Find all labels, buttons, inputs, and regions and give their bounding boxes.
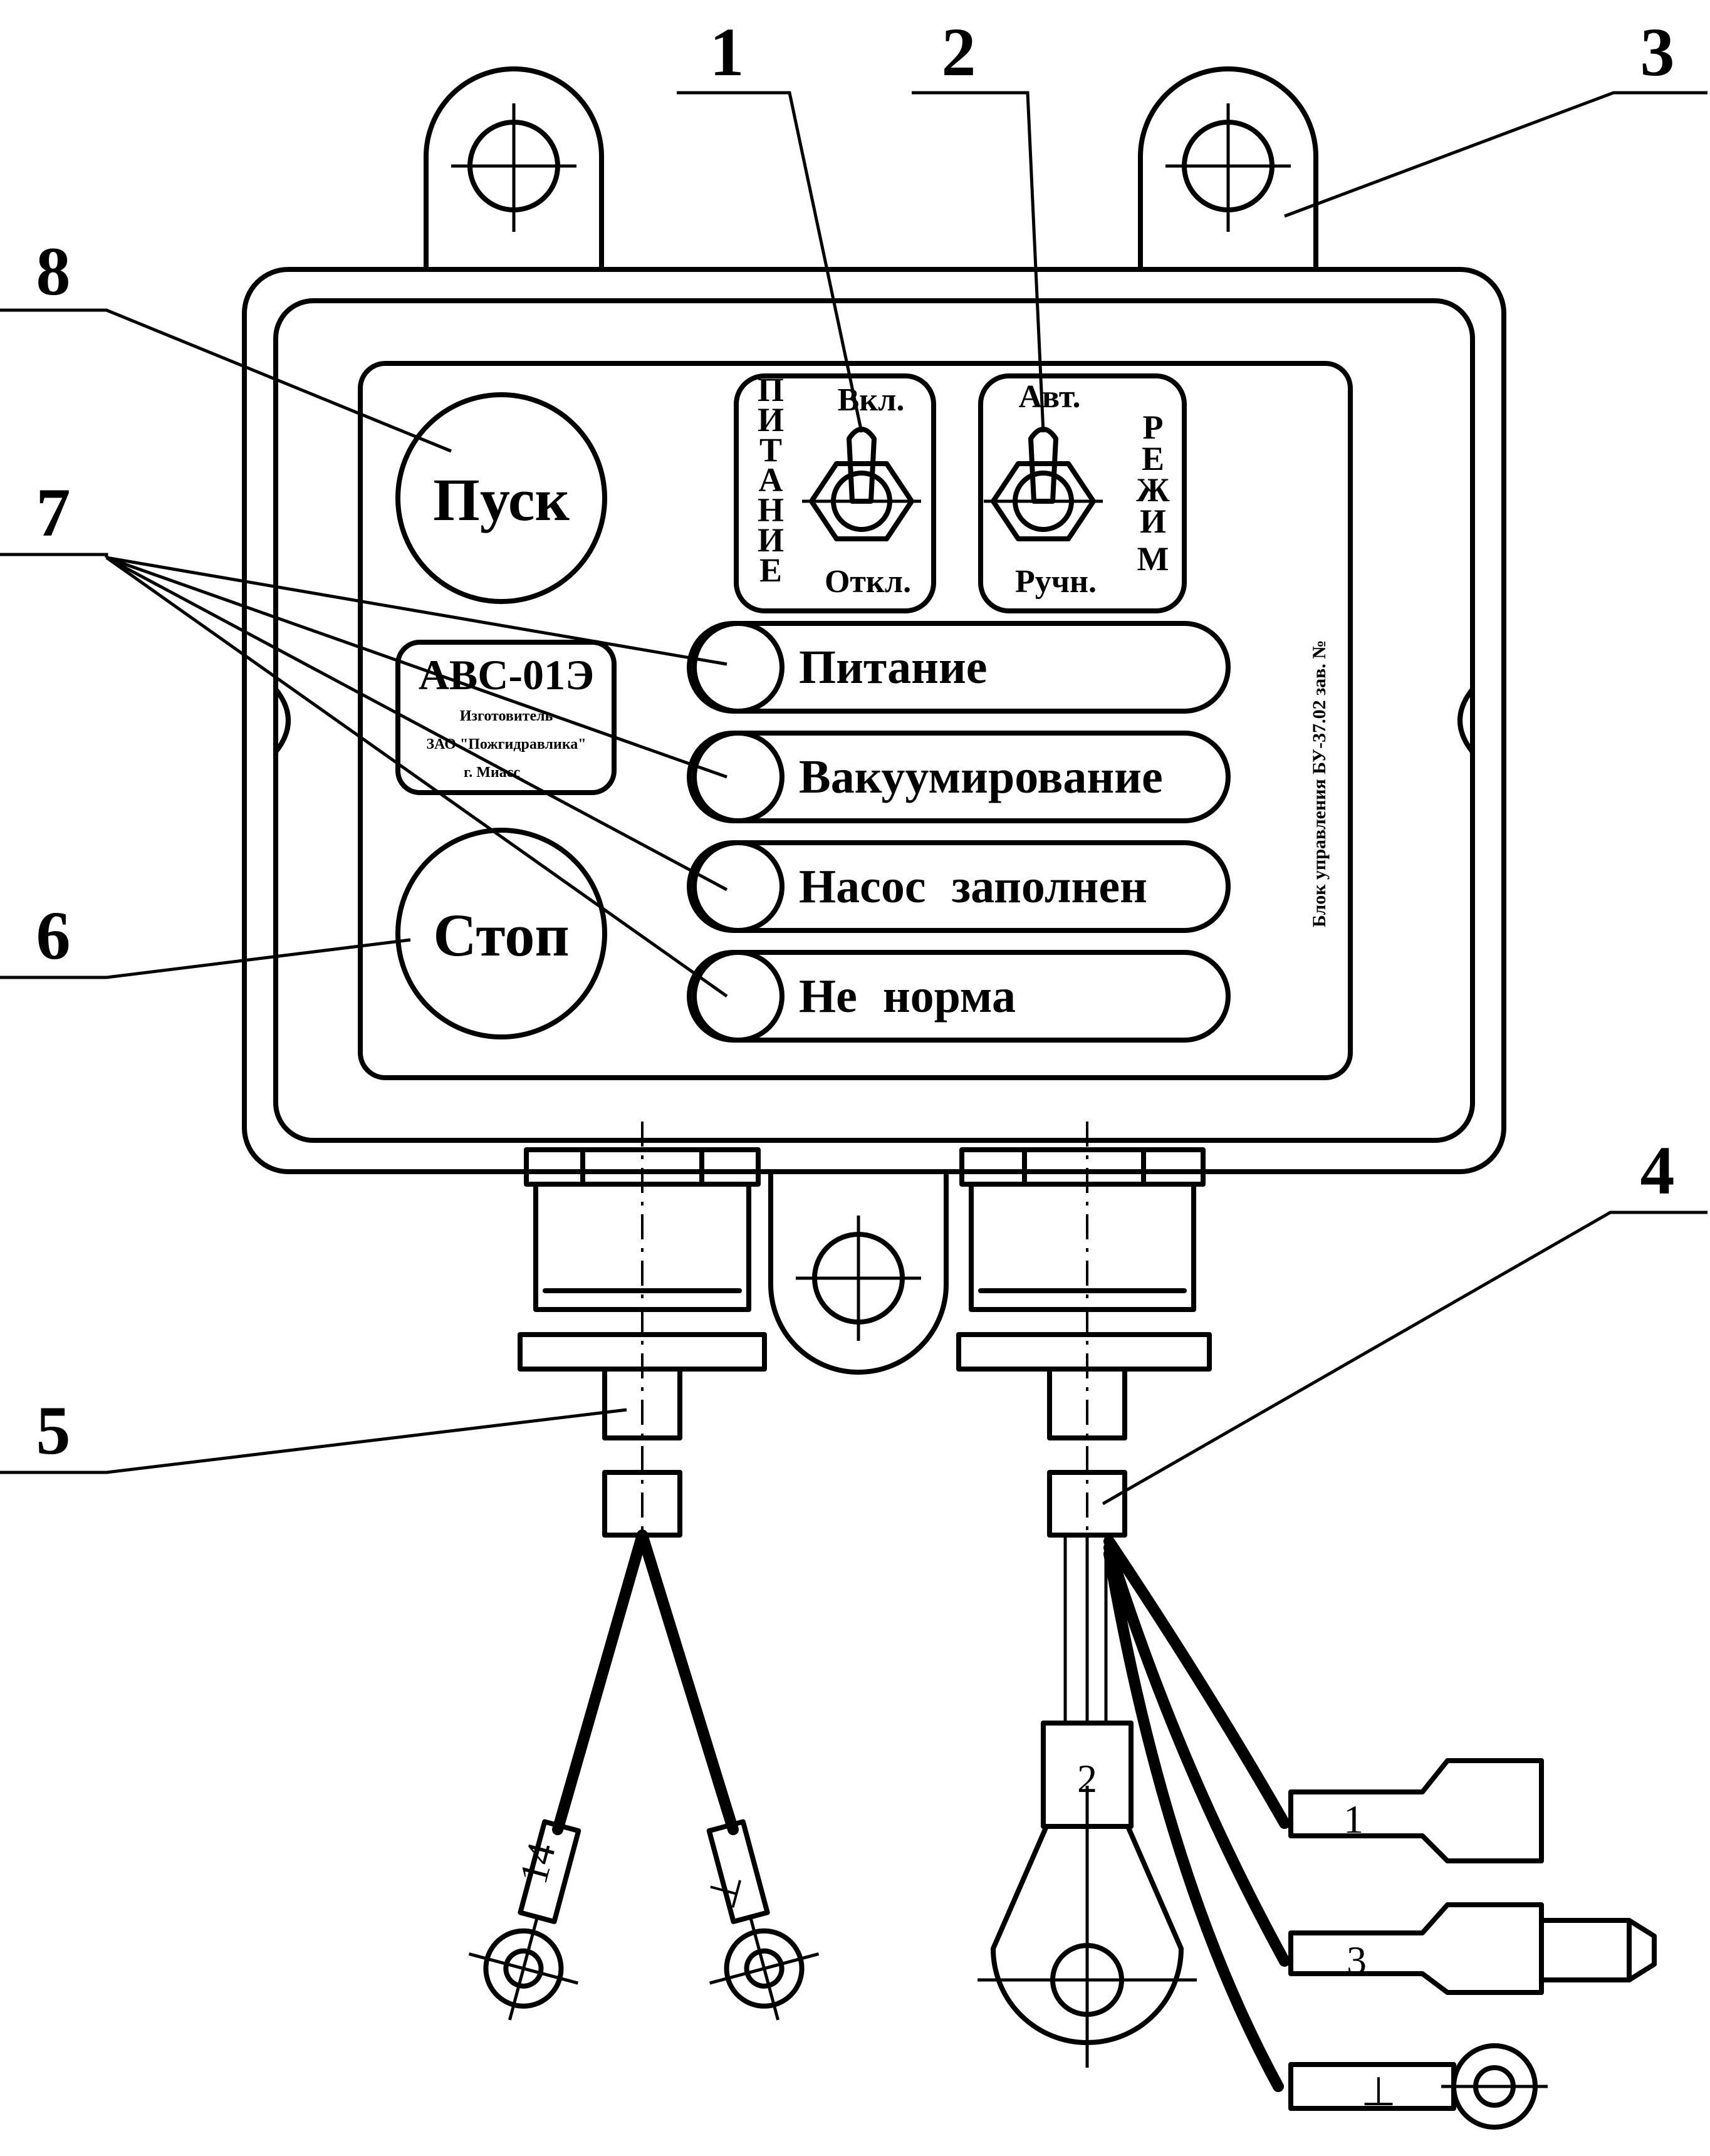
lug-ground-left [706,1819,820,2021]
cable-gland-left [518,1122,767,1541]
indicator-fault-label: Не норма [799,970,1016,1023]
callout-2: 2 [942,14,976,90]
lug-14 [468,1819,581,2021]
svg-text:А: А [759,461,783,499]
wire-label-14: 14 [511,1838,564,1888]
left-wires: 14 ⊥ [468,1529,820,2021]
indicator-pump-full-label: Насос заполнен [799,860,1147,913]
stop-button[interactable]: Стоп [395,828,607,1039]
callout-4: 4 [1640,1132,1675,1209]
stop-button-label: Стоп [433,902,569,969]
power-toggle[interactable] [802,427,921,541]
callout-5: 5 [36,1392,71,1469]
callout-6: 6 [36,897,71,974]
mode-manual-label: Ручн. [1015,564,1097,600]
mode-auto-label: Авт. [1019,379,1081,415]
power-switch-panel: П И Т А Н И Е Вкл. Откл. [734,371,936,613]
model-label: АВС-01Э [419,651,594,699]
city-label: г. Миасс [464,764,520,781]
wire-label-1: 1 [1343,1797,1363,1841]
svg-text:Е: Е [759,551,782,589]
mode-switch-panel: Р Е Ж И М Авт. Ручн. [978,373,1187,613]
wire-label-ground-left: ⊥ [699,1868,751,1913]
flat-terminal-1: 1 [1288,1758,1544,1863]
start-button[interactable]: Пуск [395,392,607,604]
indicator-power-label: Питание [799,641,987,694]
mode-toggle[interactable] [984,427,1103,541]
svg-text:И: И [758,401,784,439]
indicator-pump-full: Насос заполнен [687,840,1231,933]
power-vertical-label: П И Т А Н И Е [758,371,784,589]
company-label: ЗАО "Пожгидравлика" [426,736,586,753]
svg-text:Е: Е [1142,440,1164,477]
indicator-fault: Не норма [687,950,1231,1043]
power-off-label: Откл. [825,564,911,600]
mode-vertical-label: Р Е Ж И М [1136,409,1170,578]
indicator-vacuum-label: Вакуумирование [799,751,1163,803]
callout-8: 8 [36,233,71,310]
svg-text:М: М [1137,540,1169,578]
callout-1: 1 [710,14,744,90]
indicator-power: Питание [687,621,1231,714]
unit-designation-label: Блок управления БУ-37.02 зав. № [1309,640,1330,927]
wire-label-3: 3 [1347,1938,1367,1982]
mounting-ear-right [1138,66,1318,272]
wire-label-ground: ⊥ [1361,2070,1396,2114]
leader-lines [0,91,1707,1506]
mounting-ear-bottom [768,1169,949,1375]
svg-text:Р: Р [1143,409,1164,446]
start-button-label: Пуск [433,466,570,533]
cable-gland-right [956,1122,1212,1541]
svg-text:И: И [1140,503,1166,540]
indicator-vacuum: Вакуумирование [687,731,1231,823]
nameplate: АВС-01Э Изготовитель ЗАО "Пожгидравлика"… [395,640,617,795]
svg-text:П: П [758,371,784,409]
ring-terminal-2: 2 [978,1721,1197,2068]
flat-terminal-3: 3 [1288,1902,1657,1995]
svg-text:Ж: Ж [1136,471,1170,509]
right-wires [1063,1535,1290,2092]
callout-3: 3 [1640,14,1675,90]
housing [242,267,1506,1174]
power-on-label: Вкл. [838,382,905,418]
callout-7: 7 [36,474,71,551]
svg-text:И: И [758,521,784,559]
ground-terminal: ⊥ [1288,2043,1548,2130]
mounting-ear-left [424,66,604,272]
svg-text:Т: Т [759,431,782,469]
svg-text:Н: Н [758,491,784,529]
